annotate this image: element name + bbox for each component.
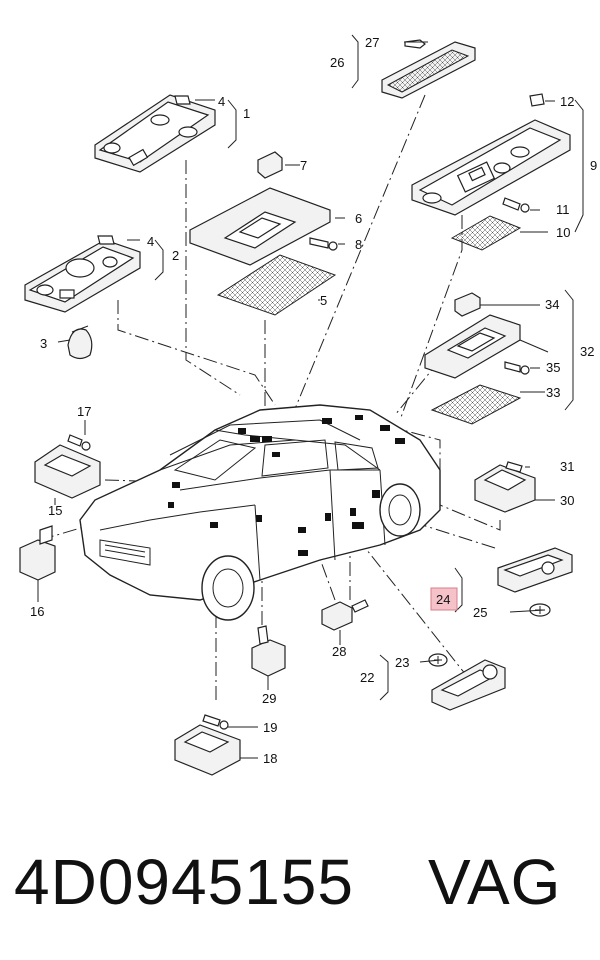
parts-diagram: 1 2 3 4 4 5 6 7 8 9 10 11 12 15 16 17 18… — [19, 34, 597, 776]
callout-25: 25 — [473, 605, 487, 620]
part-5-lens — [216, 254, 337, 316]
callout-7: 7 — [300, 158, 307, 173]
callout-32: 32 — [580, 344, 594, 359]
highlight-box-24 — [430, 587, 458, 611]
part-3-sensor — [67, 325, 93, 360]
callout-30: 30 — [560, 493, 574, 508]
part-30-door-light — [474, 464, 536, 513]
callout-16: 16 — [30, 604, 44, 619]
part-29-switch — [251, 625, 286, 677]
part-34-clip — [454, 292, 481, 317]
part-6-housing — [189, 187, 331, 266]
part-31-bulb — [505, 461, 523, 473]
part-10-lens — [450, 215, 522, 251]
callout-23: 23 — [395, 655, 409, 670]
part-27-bulb — [404, 39, 426, 49]
callout-27: 27 — [365, 35, 379, 50]
callout-9: 9 — [590, 158, 597, 173]
part-16-switch — [19, 525, 56, 581]
part-7-clip — [257, 151, 283, 179]
callout-10: 10 — [556, 225, 570, 240]
car-illustration — [79, 404, 441, 621]
callout-8: 8 — [355, 237, 362, 252]
callout-34: 34 — [545, 297, 559, 312]
callout-labels: 1 2 3 4 4 5 6 7 8 9 10 11 12 15 16 17 18… — [30, 35, 597, 766]
callout-11: 11 — [556, 202, 570, 217]
callout-35: 35 — [546, 360, 560, 375]
callout-6: 6 — [355, 211, 362, 226]
part-19-bulb — [202, 714, 229, 730]
callout-3: 3 — [40, 336, 47, 351]
part-12-bulb — [529, 93, 545, 107]
part-33-lens — [430, 384, 522, 425]
callout-2: 2 — [172, 248, 179, 263]
callout-29: 29 — [262, 691, 276, 706]
part-1-interior-light — [94, 94, 216, 173]
callout-4a: 4 — [218, 94, 225, 109]
part-2-interior-light — [24, 235, 141, 313]
callout-31: 31 — [560, 459, 574, 474]
callout-17: 17 — [77, 404, 91, 419]
callout-1: 1 — [243, 106, 250, 121]
part-28-plug — [321, 599, 369, 631]
callout-4b: 4 — [147, 234, 154, 249]
part-11-bulb — [502, 197, 530, 213]
callout-18: 18 — [263, 751, 277, 766]
callout-22: 22 — [360, 670, 374, 685]
part-17-bulb — [67, 434, 91, 451]
brand-caption: VAG — [428, 846, 562, 918]
part-26-light — [381, 41, 476, 99]
part-22-light — [431, 659, 506, 711]
callout-24: 24 — [436, 592, 450, 607]
part-9-rear-light — [411, 119, 571, 216]
part-8-bulb — [309, 237, 338, 251]
callout-28: 28 — [332, 644, 346, 659]
callout-15: 15 — [48, 503, 62, 518]
part-35-bulb — [504, 361, 530, 375]
part-number-caption: 4D0945155 — [14, 846, 354, 918]
callout-19: 19 — [263, 720, 277, 735]
callout-12: 12 — [560, 94, 574, 109]
part-15-footwell-light — [34, 444, 101, 499]
part-18-light — [174, 724, 241, 776]
part-24-light — [497, 547, 573, 593]
callout-brackets — [37, 34, 584, 759]
callout-26: 26 — [330, 55, 344, 70]
callout-33: 33 — [546, 385, 560, 400]
callout-5: 5 — [320, 293, 327, 308]
